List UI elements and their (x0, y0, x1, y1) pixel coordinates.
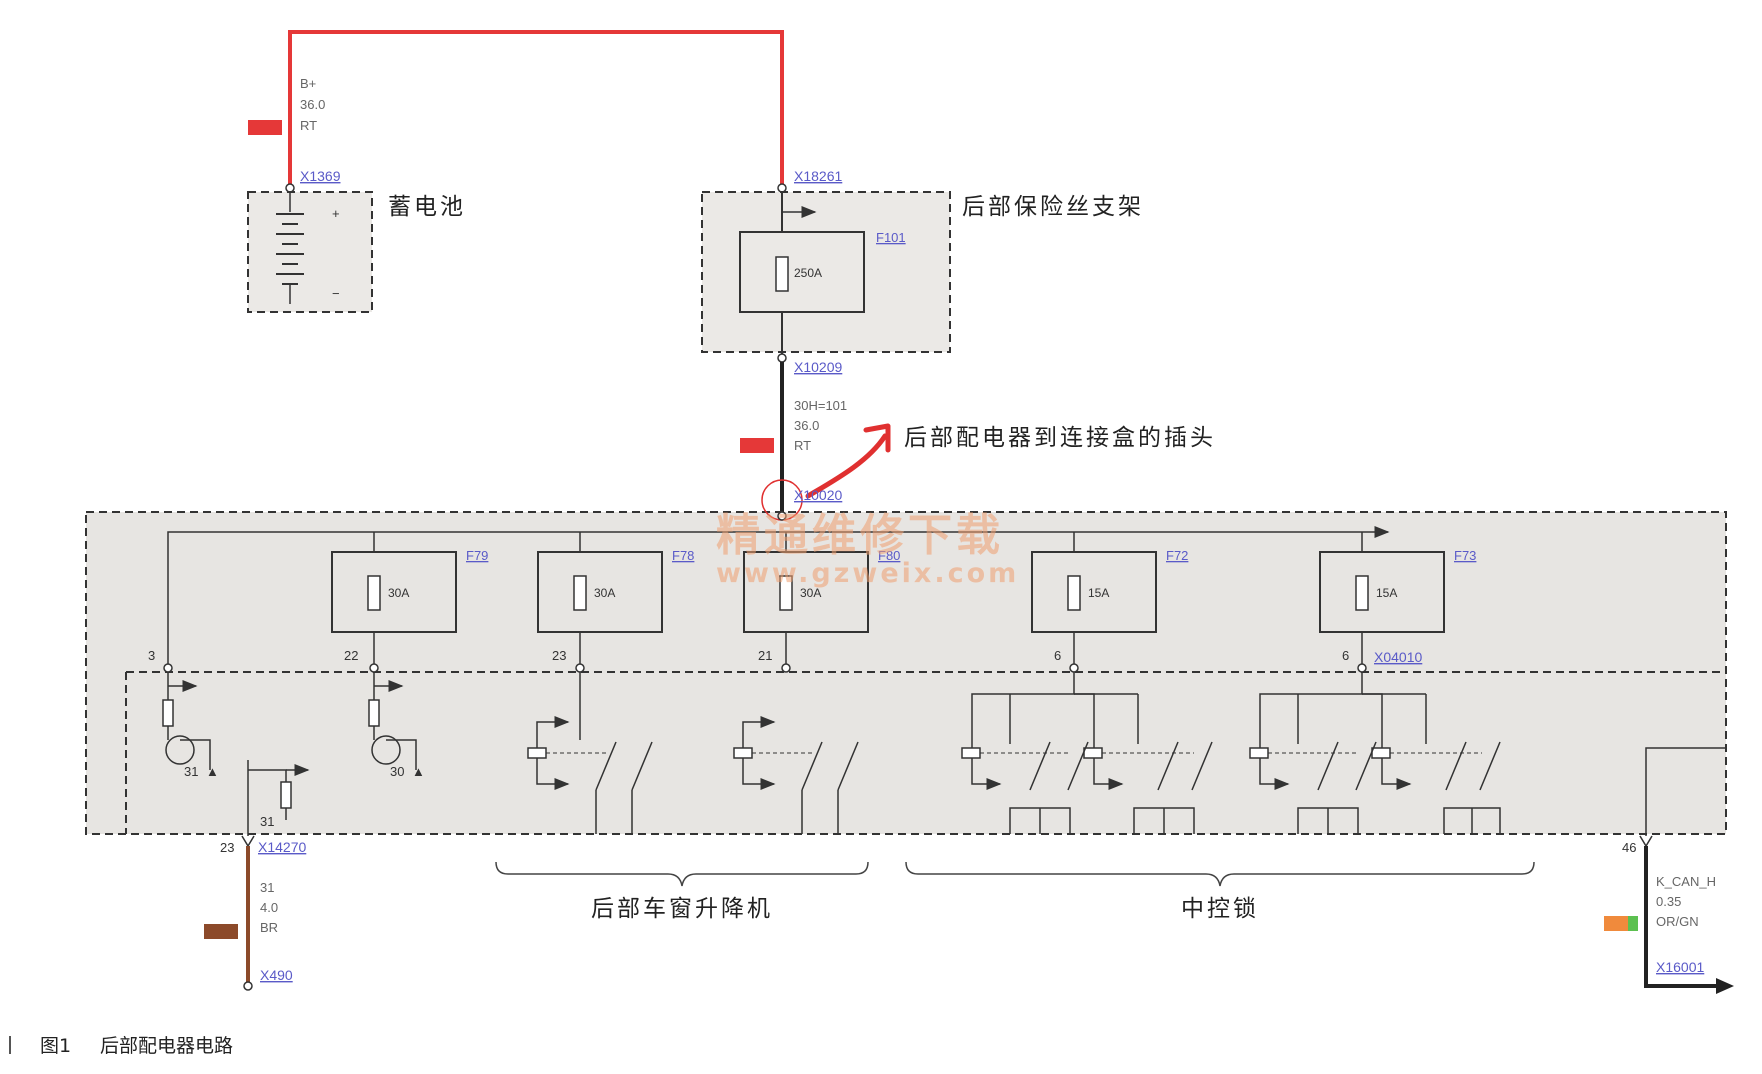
fuse-f72-id[interactable]: F72 (1166, 548, 1188, 563)
can-wire-spec-3: OR/GN (1656, 914, 1699, 929)
fuse-holder-connector-top[interactable]: X18261 (794, 168, 842, 184)
annotation-arrow-head (863, 423, 891, 453)
ground-wire-color-swatch (204, 924, 238, 939)
battery-wire-color-swatch (248, 120, 282, 135)
feed-wire-color-swatch (740, 438, 774, 453)
battery-feed-wire (288, 30, 784, 188)
lamp1-label: 31 (184, 764, 198, 779)
ground-wire-spec-1: 31 (260, 880, 274, 895)
annotation-arrow (805, 433, 888, 499)
fuse-f79-rating: 30A (388, 586, 409, 600)
fuse-f80: 30A F80 21 (743, 532, 900, 666)
fuse-f72-rating: 15A (1088, 586, 1109, 600)
can-pin: 46 (1622, 840, 1636, 855)
lamp2-label: 30 (390, 764, 404, 779)
fuse-f73: 15A F73 6 (1319, 532, 1476, 666)
brace-central-lock (905, 861, 1535, 887)
battery-housing (247, 191, 373, 313)
battery-label: 蓄电池 (388, 194, 466, 220)
window-relay-1 (527, 672, 653, 834)
annotation-label: 后部配电器到连接盒的插头 (904, 425, 1216, 451)
fuse-f101-id[interactable]: F101 (876, 230, 906, 245)
fuse-holder-connector-bottom[interactable]: X10209 (794, 359, 842, 375)
fuse-f79: 30A F79 22 (331, 532, 488, 666)
svg-text:▲: ▲ (206, 764, 219, 779)
fuse-f78-id[interactable]: F78 (672, 548, 694, 563)
feed-wire-spec-3: RT (794, 438, 811, 453)
feed-wire-spec-2: 36.0 (794, 418, 819, 433)
caption-text: 后部配电器电路 (100, 1035, 233, 1057)
group-label-windows: 后部车窗升降机 (591, 896, 773, 922)
can-wire-color-orange (1604, 916, 1628, 931)
ground-wire-spec-2: 4.0 (260, 900, 278, 915)
rear-fuse-holder: X18261 250A F101 后部保险丝支架 X10209 (701, 168, 1144, 375)
window-relay-2 (733, 716, 859, 834)
fuse-f101-rating: 250A (794, 266, 822, 280)
fuse-f79-id[interactable]: F79 (466, 548, 488, 563)
lock-relay-group-1 (961, 672, 1213, 834)
battery-minus-label: − (332, 286, 340, 301)
svg-text:▲: ▲ (412, 764, 425, 779)
battery: B+ 36.0 RT X1369 + − 蓄电池 (247, 76, 466, 313)
can-wire: 46 K_CAN_H 0.35 OR/GN X16001 (1604, 835, 1734, 994)
fuse-f73-pin: 6 (1342, 648, 1349, 663)
fuse-f73-id[interactable]: F73 (1454, 548, 1476, 563)
fuse-f73-rating: 15A (1376, 586, 1397, 600)
fuse-f79-pin: 22 (344, 648, 358, 663)
left-pin-label: 3 (148, 648, 155, 663)
caption-number: 图1 (40, 1035, 71, 1057)
group-label-central-lock: 中控锁 (1181, 896, 1259, 922)
ground-pin: 23 (220, 840, 234, 855)
fuse-f72: 15A F72 6 (1031, 532, 1188, 666)
watermark-line-2: www.gzweix.com (716, 558, 1019, 589)
battery-wire-spec-1: B+ (300, 76, 316, 91)
fuse-f72-pin: 6 (1054, 648, 1061, 663)
battery-wire-spec-2: 36.0 (300, 97, 325, 112)
fuse-f78: 30A F78 23 (537, 532, 694, 666)
connector-x10020-id[interactable]: X10020 (794, 487, 842, 503)
internal-bus (167, 526, 1390, 666)
ground-wire: 23 X14270 31 4.0 BR X490 (204, 835, 306, 991)
fuse-f78-pin: 23 (552, 648, 566, 663)
connector-pin-row: 3 X04010 (148, 648, 1422, 673)
can-wire-color-green (1628, 916, 1638, 931)
fuse-f80-id[interactable]: F80 (878, 548, 900, 563)
fuse-f101-box (739, 231, 865, 313)
ground-wire-spec-3: BR (260, 920, 278, 935)
fuse-holder-label: 后部保险丝支架 (962, 194, 1144, 220)
battery-connector-id[interactable]: X1369 (300, 168, 341, 184)
battery-wire-spec-3: RT (300, 118, 317, 133)
can-stub (1645, 747, 1726, 836)
battery-plus-label: + (332, 206, 340, 221)
can-wire-spec-2: 0.35 (1656, 894, 1681, 909)
feed-wire-spec-1: 30H=101 (794, 398, 847, 413)
ground-end-connector-id[interactable]: X490 (260, 967, 293, 983)
fuse-f101-element (775, 256, 789, 292)
brace-windows (495, 861, 869, 887)
can-connector-id[interactable]: X16001 (1656, 959, 1704, 975)
can-wire-spec-1: K_CAN_H (1656, 874, 1716, 889)
lamp-circuit-1: 31 ▲ (162, 672, 219, 779)
lock-relay-group-2 (1249, 672, 1501, 834)
fuse-f80-rating: 30A (800, 586, 821, 600)
ground-connector-id[interactable]: X14270 (258, 839, 306, 855)
watermark-line-1: 精通维修下载 (716, 510, 1004, 561)
lamp-circuit-2: 30 ▲ (368, 672, 425, 779)
ground-label: 31 (260, 814, 274, 829)
ground-branch: 31 (247, 760, 310, 836)
fuse-f78-rating: 30A (594, 586, 615, 600)
fuse-f80-pin: 21 (758, 648, 772, 663)
distributor-connector-id[interactable]: X04010 (1374, 649, 1422, 665)
